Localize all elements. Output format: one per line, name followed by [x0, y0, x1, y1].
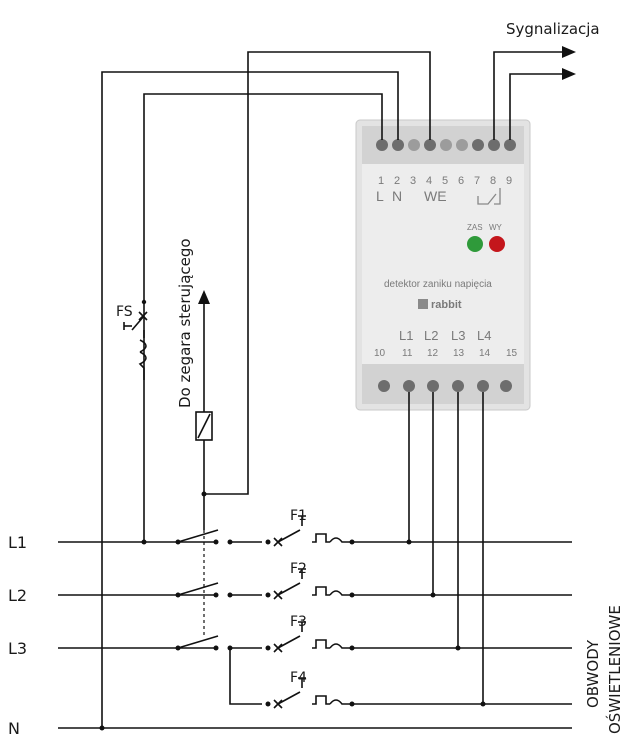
clock-control	[195, 290, 213, 530]
terminal-number-7: 7	[474, 175, 480, 187]
fs-label: FS	[116, 304, 133, 320]
terminal-number-15: 15	[506, 348, 518, 359]
led-on-label: ZAS	[467, 223, 483, 232]
terminal-number-1: 1	[378, 175, 384, 187]
arrow-right-icon	[562, 68, 576, 80]
led-on-icon	[467, 236, 483, 252]
line-label-n: N	[8, 719, 20, 737]
terminal-number-5: 5	[442, 175, 448, 187]
terminal-number-13: 13	[453, 348, 465, 359]
fuse-f3	[262, 621, 355, 654]
terminal-number-2: 2	[394, 175, 400, 187]
terminal-number-6: 6	[458, 175, 464, 187]
signaling-label: Sygnalizacja	[506, 20, 600, 38]
brand-logo-icon	[418, 299, 428, 309]
arrow-right-icon	[562, 46, 576, 58]
phase-label-l2: L2	[424, 328, 438, 343]
signaling-wires	[493, 46, 576, 140]
to-clock-label: Do zegara sterującego	[176, 238, 194, 408]
arrow-up-icon	[198, 290, 210, 304]
brand-name: rabbit	[431, 299, 462, 311]
terminal-number-14: 14	[479, 348, 491, 359]
terminal-number-11: 11	[402, 348, 413, 359]
device-name: detektor zaniku napięcia	[384, 279, 492, 290]
terminal-number-12: 12	[427, 348, 439, 359]
fuses	[229, 515, 572, 710]
top-terminals	[376, 139, 516, 151]
terminal-label-n: N	[392, 188, 402, 204]
line-label-l2: L2	[8, 586, 27, 605]
main-switch	[175, 529, 233, 654]
terminal-label-we: WE	[424, 188, 447, 204]
relay-contact-icon	[477, 188, 501, 205]
bottom-terminals	[378, 380, 512, 392]
phase-label-l3: L3	[451, 328, 465, 343]
terminal-label-l: L	[376, 188, 384, 204]
circuits-label-line1: OBWODY	[584, 639, 602, 708]
fuse-f1	[262, 515, 355, 548]
phase-label-l4: L4	[477, 328, 491, 343]
terminal-number-4: 4	[426, 175, 432, 187]
fuse-label-f1: F1	[290, 508, 307, 524]
fuse-f2	[262, 568, 355, 601]
voltage-loss-detector: 1 2 3 4 5 6 7 8 9 L N WE ZAS WY detektor…	[355, 119, 531, 411]
terminal-number-3: 3	[410, 175, 416, 187]
led-off-label: WY	[489, 223, 503, 232]
fuse-label-f2: F2	[290, 561, 307, 577]
fs-switch	[123, 299, 148, 380]
fuse-label-f4: F4	[290, 670, 307, 686]
circuits-label-line2: OŚWIETLENIOWE	[605, 605, 624, 734]
line-label-l3: L3	[8, 639, 27, 658]
led-off-icon	[489, 236, 505, 252]
terminal-number-9: 9	[506, 175, 512, 187]
line-label-l1: L1	[8, 533, 27, 552]
terminal-number-10: 10	[374, 348, 386, 359]
fuse-f4	[229, 648, 572, 710]
phase-label-l1: L1	[399, 328, 413, 343]
phase-monitor-wires	[406, 392, 486, 707]
terminal-number-8: 8	[490, 175, 496, 187]
fuse-label-f3: F3	[290, 614, 307, 630]
